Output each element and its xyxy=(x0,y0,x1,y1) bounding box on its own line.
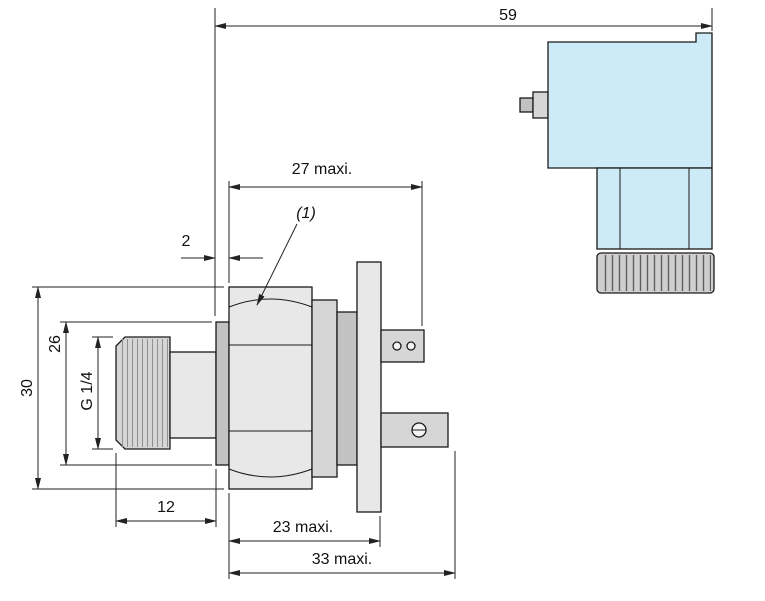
dim-label-27-maxi: 27 maxi. xyxy=(292,161,352,178)
dim-label-g14: G 1/4 xyxy=(79,371,96,410)
dimension-59: 59 xyxy=(214,7,713,316)
dimension-23-maxi: 23 maxi. xyxy=(228,493,381,579)
dim-label-30: 30 xyxy=(19,379,36,397)
dim-label-59: 59 xyxy=(499,7,517,24)
dimension-27-maxi: 27 maxi. xyxy=(228,161,423,326)
connector-pin-tip xyxy=(519,97,534,113)
mounting-flange xyxy=(356,261,382,513)
dimension-26: 26 xyxy=(47,321,212,466)
knurl-texture xyxy=(600,255,711,291)
connector-body xyxy=(547,32,713,169)
connector-pin-base xyxy=(532,91,549,119)
shank xyxy=(169,351,217,439)
dim-label-33-maxi: 33 maxi. xyxy=(312,551,372,568)
dimension-2: 2 xyxy=(181,233,263,261)
dimension-12: 12 xyxy=(115,453,217,527)
body-ring-2 xyxy=(336,311,358,466)
callout-1: (1) xyxy=(256,205,316,306)
callout-1-label: (1) xyxy=(296,205,316,222)
dimension-g14: G 1/4 xyxy=(79,336,113,450)
body-ring-1 xyxy=(311,299,338,478)
callout-1-leader xyxy=(256,223,298,306)
dim-label-26: 26 xyxy=(47,335,64,353)
thread-texture xyxy=(119,339,168,447)
upper-terminal-hole-2 xyxy=(406,341,416,351)
sensor-side-view xyxy=(115,261,449,513)
hex-chamfer-bottom xyxy=(228,468,313,478)
upper-terminal-hole-1 xyxy=(392,341,402,351)
connector-neck xyxy=(596,167,713,250)
dim-label-23-maxi: 23 maxi. xyxy=(273,519,333,536)
dim-label-12: 12 xyxy=(157,499,175,516)
dimension-30: 30 xyxy=(19,286,224,490)
dim-label-2: 2 xyxy=(182,233,191,250)
hex-nut xyxy=(228,286,313,490)
upper-terminal xyxy=(380,329,425,363)
hex-chamfer-top xyxy=(228,298,313,308)
din-connector-view xyxy=(519,32,715,294)
seal-washer xyxy=(215,321,230,466)
dimension-33-maxi: 33 maxi. xyxy=(228,451,456,579)
